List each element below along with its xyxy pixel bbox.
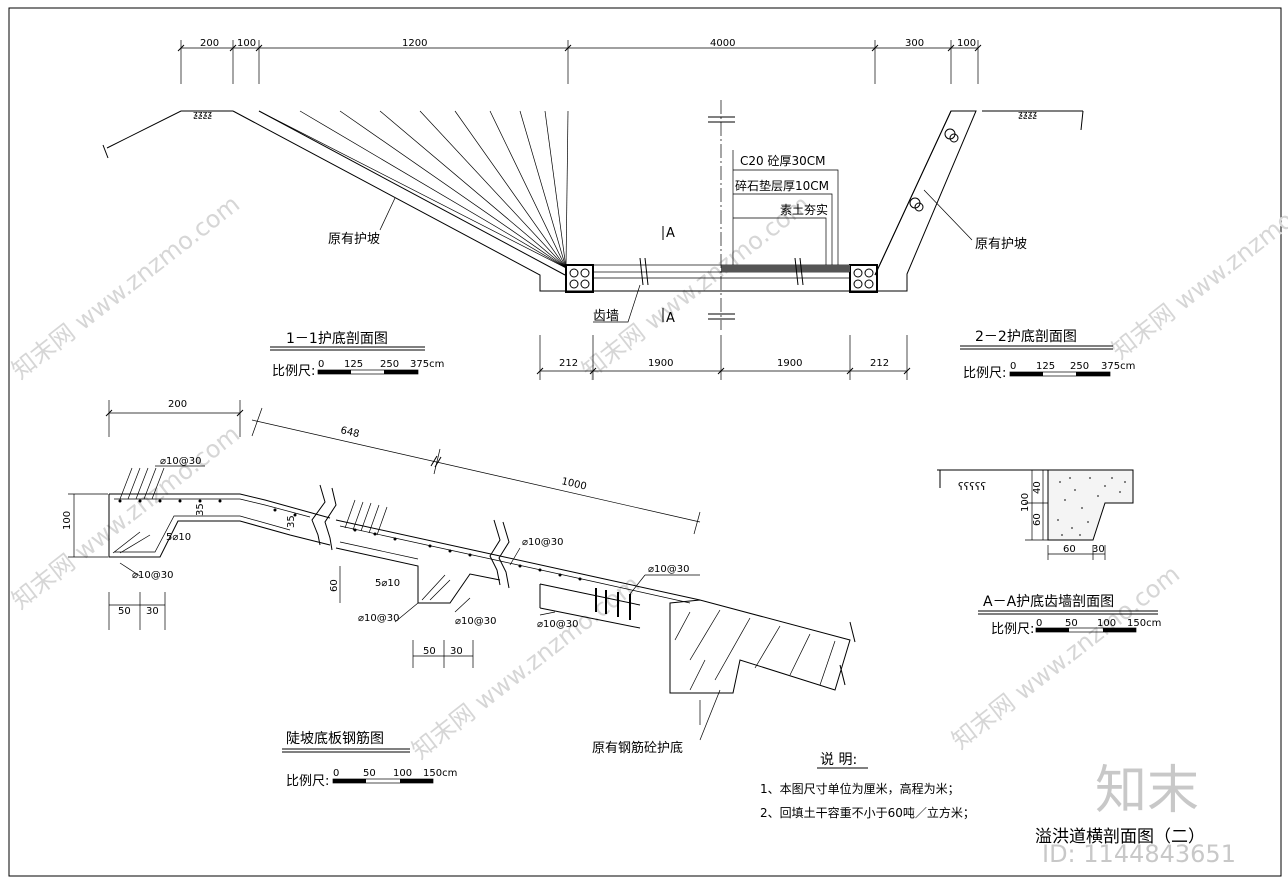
scale-label: 比例尺: — [991, 622, 1034, 637]
scale-label: 比例尺: — [286, 774, 329, 789]
rebar-label: ⌀10@30 — [455, 616, 496, 627]
dim-top-3: 1200 — [402, 38, 427, 49]
dim-bottom-1: 212 — [559, 358, 578, 369]
right-toe-wall — [849, 264, 878, 293]
section-2-2-title-block: 2－2护底剖面图 比例尺: 0 125 250 375cm — [960, 329, 1135, 381]
rebar-label: 5⌀10 — [166, 532, 191, 543]
rebar-drawing-title: 陡坡底板钢筋图 — [286, 730, 384, 747]
left-slope-label: 原有护坡 — [328, 232, 380, 247]
dim-top-4: 4000 — [710, 38, 735, 49]
section-a-a-title-block: A－A护底齿墙剖面图 比例尺: 0 50 100 150cm — [978, 594, 1161, 637]
existing-concrete-block — [669, 599, 851, 694]
concrete-layer — [721, 265, 850, 272]
section-1-1-drawing: 200 100 1200 4000 300 100 ƺƺƺƺ ƺƺƺƺ 原有护坡 — [102, 38, 1084, 380]
section-1-1-title-block: 1－1护底剖面图 比例尺: 0 125 250 375cm — [270, 331, 444, 379]
dim-top-6: 100 — [957, 38, 976, 49]
dim-w60: 60 — [1063, 544, 1076, 555]
rebar-label: ⌀10@30 — [358, 613, 399, 624]
scale-label: 比例尺: — [963, 366, 1006, 381]
scale-tick: 50 — [363, 768, 376, 779]
dim-h40: 40 — [1032, 481, 1043, 494]
note-item: 2、回填土干容重不小于60吨／立方米； — [760, 805, 975, 820]
scale-tick: 0 — [1036, 618, 1042, 629]
rebar-label: ⌀10@30 — [132, 570, 173, 581]
note-item: 1、本图尺寸单位为厘米，高程为米； — [760, 781, 960, 796]
dim-w30a: 30 — [146, 606, 159, 617]
section-1-1-title: 1－1护底剖面图 — [286, 331, 388, 347]
dim-w30: 30 — [1092, 544, 1105, 555]
scale-tick: 150cm — [423, 768, 457, 779]
notes-block: 说 明: 1、本图尺寸单位为厘米，高程为米； 2、回填土干容重不小于60吨／立方… — [760, 752, 975, 820]
brand-logo: 知末 — [1095, 761, 1199, 821]
svg-text:ƺƺƺƺ: ƺƺƺƺ — [1018, 110, 1037, 120]
rebar-label: ⌀10@30 — [537, 619, 578, 630]
layer-c20: C20 砼厚30CM — [740, 154, 825, 168]
rebar-title-block: 陡坡底板钢筋图 比例尺: 0 50 100 150cm — [282, 730, 457, 789]
toe-wall-section — [1047, 469, 1134, 541]
dim-top-2: 100 — [237, 38, 256, 49]
svg-text:ʕʕʕʕʕ: ʕʕʕʕʕ — [958, 480, 986, 493]
dim-slope-1: 648 — [339, 425, 360, 440]
scale-tick: 250 — [380, 359, 399, 370]
section-mark-a-bottom: A — [666, 311, 675, 326]
dim-w50b: 50 — [423, 646, 436, 657]
section-a-a-title: A－A护底齿墙剖面图 — [983, 594, 1114, 610]
rebar-label: 5⌀10 — [375, 578, 400, 589]
drawing-frame — [8, 7, 1282, 877]
scale-label: 比例尺: — [272, 364, 315, 379]
rebar-drawing: 200 648 1000 100 — [62, 399, 856, 756]
dim-w30b: 30 — [450, 646, 463, 657]
rebar-label: ⌀10@30 — [648, 564, 689, 575]
watermark: 知末网 www.znzmo.com — [576, 190, 815, 385]
watermarks: 知末网 www.znzmo.com 知末网 www.znzmo.com 知末网 … — [6, 170, 1288, 765]
watermark: 知末网 www.znzmo.com — [6, 420, 245, 615]
left-toe-wall — [565, 264, 594, 293]
scale-tick: 150cm — [1127, 618, 1161, 629]
drawing-title: 溢洪道横剖面图（二） — [1035, 827, 1205, 847]
image-id: ID: 1144843651 — [1042, 840, 1236, 868]
dim-height-100: 100 — [62, 511, 73, 530]
layer-soil: 素土夯实 — [780, 202, 828, 217]
section-mark-a-top: A — [666, 226, 675, 241]
scale-tick: 0 — [1010, 361, 1016, 372]
existing-concrete-label: 原有钢筋砼护底 — [592, 740, 683, 756]
rebar-label: ⌀10@30 — [160, 456, 201, 467]
right-slope-label: 原有护坡 — [975, 237, 1027, 252]
dim-h100: 100 — [1020, 493, 1031, 512]
scale-tick: 375cm — [1101, 361, 1135, 372]
watermark: 知末网 www.znzmo.com — [946, 560, 1185, 755]
scale-tick: 0 — [318, 359, 324, 370]
scale-tick: 250 — [1070, 361, 1089, 372]
scale-tick: 125 — [1036, 361, 1055, 372]
scale-tick: 0 — [333, 768, 339, 779]
dim-w50a: 50 — [118, 606, 131, 617]
dim-h60: 60 — [329, 579, 340, 592]
scale-tick: 100 — [1097, 618, 1116, 629]
scale-tick: 125 — [344, 359, 363, 370]
notes-heading: 说 明: — [820, 752, 857, 768]
dim-h60: 60 — [1032, 513, 1043, 526]
dim-t35a: 35 — [195, 503, 206, 516]
svg-text:ƺƺƺƺ: ƺƺƺƺ — [193, 110, 212, 120]
dim-bottom-4: 212 — [870, 358, 889, 369]
layer-gravel: 碎石垫层厚10CM — [735, 178, 829, 193]
dim-slope-2: 1000 — [560, 476, 587, 492]
scale-tick: 50 — [1065, 618, 1078, 629]
watermark: 知末网 www.znzmo.com — [6, 190, 245, 385]
dim-t35b: 35 — [286, 515, 297, 528]
scale-tick: 100 — [393, 768, 412, 779]
dim-top-5: 300 — [905, 38, 924, 49]
watermark: 知末网 www.znzmo.com — [1106, 170, 1288, 365]
dim-bottom-3: 1900 — [777, 358, 802, 369]
section-2-2-title: 2－2护底剖面图 — [975, 329, 1077, 345]
toe-wall-label: 齿墙 — [593, 309, 619, 324]
dim-bottom-2: 1900 — [648, 358, 673, 369]
dim-top-width: 200 — [168, 399, 187, 410]
scale-tick: 375cm — [410, 359, 444, 370]
rebar-label: ⌀10@30 — [522, 537, 563, 548]
dim-top-1: 200 — [200, 38, 219, 49]
section-a-a-drawing: ʕʕʕʕʕ 40 60 100 60 30 — [937, 469, 1134, 560]
